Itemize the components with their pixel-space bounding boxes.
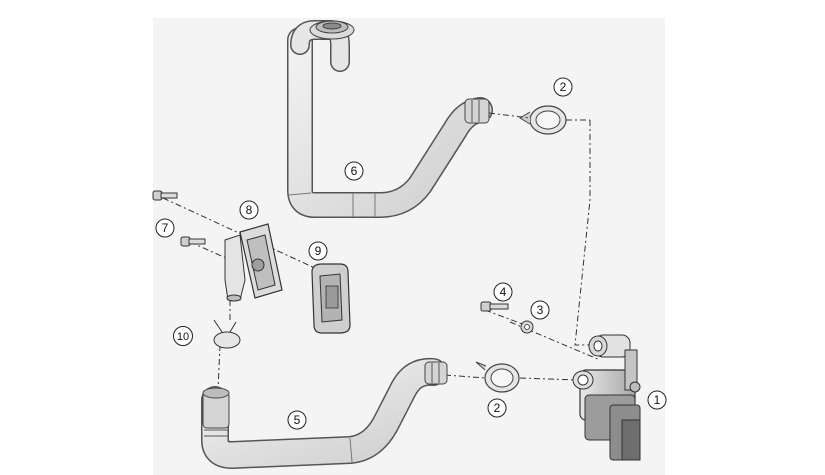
callout-9: 9 <box>308 241 328 261</box>
callout-7-label: 7 <box>162 221 169 235</box>
callout-8: 8 <box>239 200 259 220</box>
bolt-7-lower <box>180 236 206 247</box>
callout-3-label: 3 <box>537 303 544 317</box>
callout-10-label: 10 <box>177 331 189 343</box>
callout-1: 1 <box>647 390 667 410</box>
gasket-8 <box>239 223 283 299</box>
callout-2-top-label: 2 <box>560 80 567 94</box>
clamp-2-top <box>519 105 567 135</box>
callout-5: 5 <box>287 410 307 430</box>
callout-9-label: 9 <box>315 244 322 258</box>
callout-10: 10 <box>173 326 193 346</box>
elbow-fitting <box>224 234 246 302</box>
callout-8-label: 8 <box>246 203 253 217</box>
cover-9 <box>311 263 351 334</box>
clamp-2-bottom <box>475 361 520 393</box>
hose-5 <box>201 357 448 469</box>
callout-4-label: 4 <box>500 285 507 299</box>
callout-4: 4 <box>493 282 513 302</box>
callout-7: 7 <box>155 218 175 238</box>
callout-2-bottom-label: 2 <box>494 401 501 415</box>
purge-valve-1 <box>572 334 641 461</box>
cap-10 <box>213 319 241 349</box>
callout-2-bottom: 2 <box>487 398 507 418</box>
callout-2-top: 2 <box>553 77 573 97</box>
callout-6: 6 <box>344 161 364 181</box>
bolt-4 <box>480 301 509 312</box>
washer-3 <box>520 320 534 334</box>
callout-5-label: 5 <box>294 413 301 427</box>
callout-6-label: 6 <box>351 164 358 178</box>
callout-3: 3 <box>530 300 550 320</box>
bolt-7-upper <box>152 190 178 201</box>
hose-6 <box>287 20 493 218</box>
callout-1-label: 1 <box>654 393 661 407</box>
